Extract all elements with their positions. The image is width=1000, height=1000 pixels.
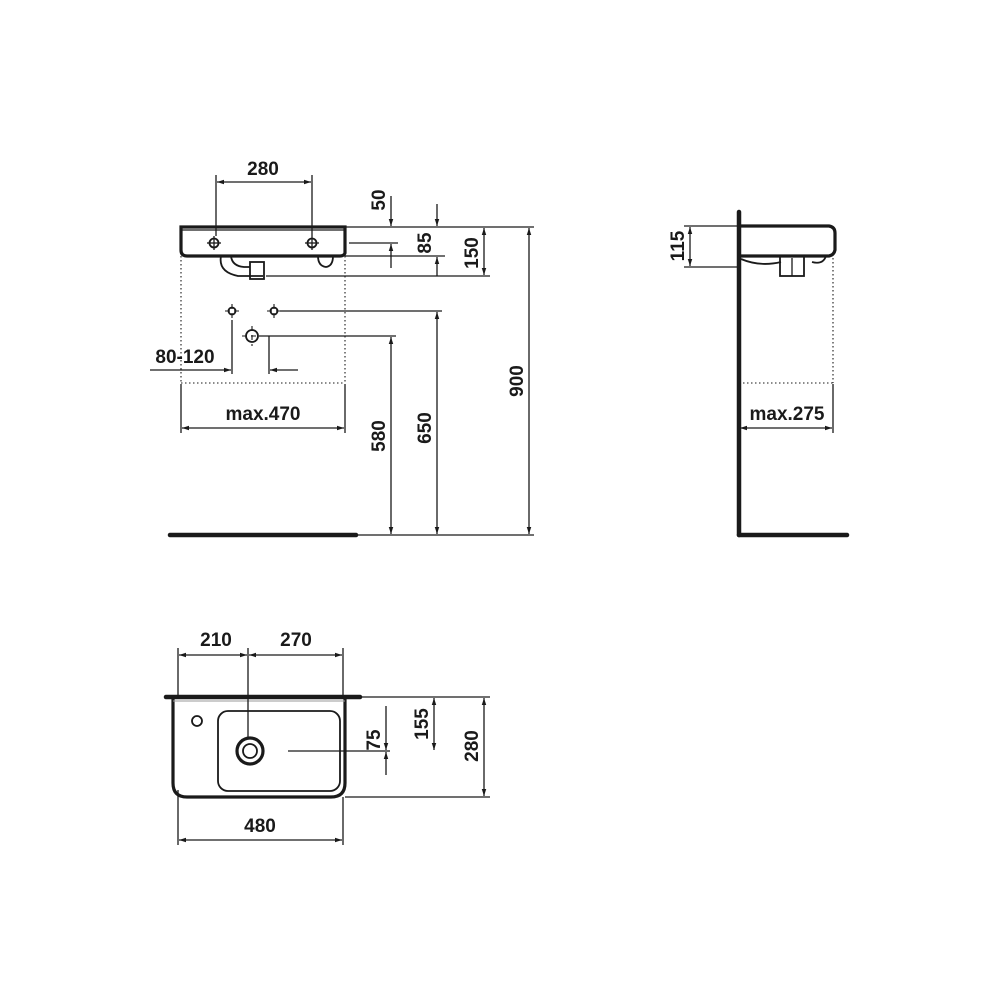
dimension-basin-depth: 150 bbox=[462, 228, 487, 275]
label-total-depth: 280 bbox=[462, 730, 483, 762]
cabinet-front-outline bbox=[180, 256, 346, 384]
side-view: 115 max.275 bbox=[668, 209, 850, 538]
label-waste-height: 85 bbox=[415, 232, 436, 254]
label-tap-spacing: 280 bbox=[247, 159, 279, 180]
tap-hole-top-icon bbox=[191, 715, 203, 727]
dimension-drain-offset: 75 bbox=[364, 706, 389, 775]
supply-valve-right-icon bbox=[267, 304, 281, 318]
label-total-width: 480 bbox=[244, 816, 276, 837]
tap-hole-right-icon bbox=[305, 236, 319, 250]
dimension-basin-height: 115 bbox=[668, 225, 738, 268]
label-supply-height: 580 bbox=[369, 420, 390, 452]
drain-connection-icon bbox=[242, 326, 262, 346]
dimension-waste-height: 85 bbox=[415, 204, 440, 276]
label-tap-offset: 210 bbox=[200, 630, 232, 651]
label-bowl-width: 270 bbox=[280, 630, 312, 651]
dimension-drain-height: 650 bbox=[415, 312, 440, 534]
front-view: 280 50 85 150 900 bbox=[150, 159, 534, 538]
dimension-bowl-width: 270 bbox=[249, 630, 342, 658]
label-basin-height: 115 bbox=[668, 230, 689, 261]
basin-side-outline bbox=[740, 224, 837, 277]
label-total-height: 900 bbox=[507, 365, 528, 397]
drain-top-icon bbox=[235, 736, 390, 766]
label-top-offset: 50 bbox=[369, 189, 390, 210]
label-bowl-depth: 155 bbox=[412, 708, 433, 740]
dimension-total-depth: 280 bbox=[462, 698, 487, 796]
label-trap-range: 80-120 bbox=[155, 347, 214, 368]
dimension-total-height: 900 bbox=[356, 228, 534, 536]
dimension-cabinet-depth: max.275 bbox=[740, 384, 834, 433]
label-cabinet-depth: max.275 bbox=[749, 404, 824, 425]
dimension-cabinet-width: max.470 bbox=[180, 384, 346, 433]
dimension-bowl-depth: 155 bbox=[412, 698, 437, 750]
label-drain-height: 650 bbox=[415, 412, 436, 444]
label-drain-offset: 75 bbox=[364, 729, 385, 751]
tap-hole-left-icon bbox=[207, 236, 221, 250]
cabinet-side-outline bbox=[739, 258, 834, 384]
label-cabinet-width: max.470 bbox=[225, 404, 300, 425]
waste-outlet bbox=[219, 255, 334, 280]
dimension-trap-range: 80-120 bbox=[150, 320, 298, 374]
label-basin-depth: 150 bbox=[462, 237, 483, 269]
supply-valve-left-icon bbox=[225, 304, 239, 318]
dimension-top-offset: 50 bbox=[369, 189, 394, 268]
dimension-total-width: 480 bbox=[177, 790, 344, 845]
basin-top-outline bbox=[171, 699, 347, 799]
dimension-tap-spacing: 280 bbox=[215, 159, 313, 236]
basin-front-outline bbox=[179, 225, 347, 258]
top-view: 210 270 75 155 280 480 bbox=[163, 630, 490, 845]
dimension-tap-offset: 210 bbox=[177, 630, 344, 738]
dimension-supply-height: 580 bbox=[369, 337, 394, 534]
